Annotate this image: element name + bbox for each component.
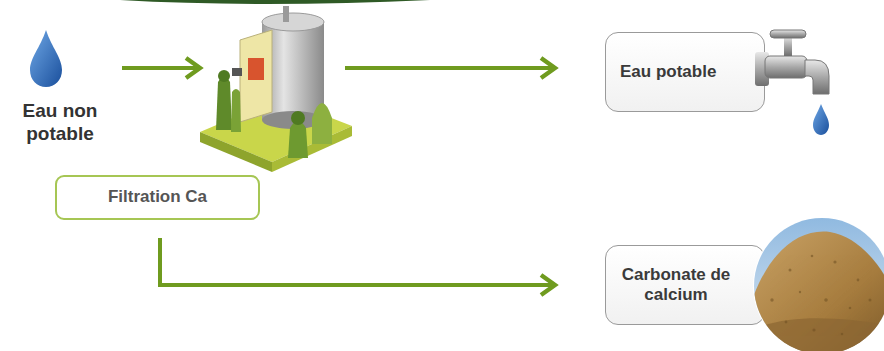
photo-sand-pile: [752, 232, 884, 351]
tank-top: [262, 13, 324, 31]
worker-figure: [291, 111, 305, 125]
node-text: Carbonate de calcium: [620, 265, 732, 306]
tank-pipe: [283, 6, 289, 22]
photo-texture: [770, 255, 871, 336]
worker-figure: [231, 89, 241, 132]
water-drop: [813, 104, 829, 135]
filtration-unit: [200, 6, 352, 172]
flow-arrow: [122, 66, 200, 70]
worker-figure: [216, 77, 232, 130]
node-text: Filtration Ca: [108, 187, 207, 207]
faucet-stem: [784, 36, 792, 56]
faucet-base: [755, 52, 769, 86]
flow-arrow: [160, 238, 555, 285]
photo-sky: [752, 216, 884, 351]
faucet: [755, 30, 829, 135]
faucet-handle: [770, 30, 806, 38]
faucet-spout: [805, 60, 829, 94]
platform-side: [200, 132, 272, 172]
calcium-carbonate-photo: [752, 216, 884, 351]
process-box: Filtration Ca: [55, 175, 260, 220]
filtration-node: Filtration Ca: [55, 10, 345, 222]
source-label: Eau non potable: [0, 28, 120, 150]
photo-border: [753, 217, 884, 351]
faucet-body: [765, 56, 807, 78]
output-box: Carbonate de calcium: [605, 245, 765, 325]
output-box: Eau potable: [605, 32, 765, 112]
node-text: Eau potable: [620, 62, 716, 82]
filtration-area: [195, 10, 345, 160]
flow-arrow: [345, 66, 555, 70]
filter-detail: [248, 58, 264, 80]
filter-panel: [240, 30, 272, 122]
photo-sand-shadow: [752, 318, 884, 351]
water-drop: [30, 30, 62, 87]
node-text: Eau non potable: [5, 100, 115, 146]
shrub: [312, 103, 332, 144]
worker-figure: [288, 121, 308, 158]
worker-figure: [218, 70, 230, 82]
header-fragment: [120, 0, 430, 4]
filter-detail: [232, 68, 242, 76]
